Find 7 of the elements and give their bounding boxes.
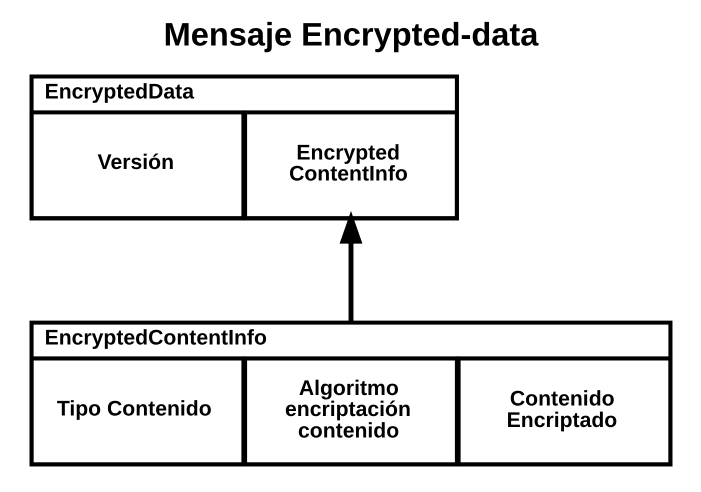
diagram-title: Mensaje Encrypted-data	[163, 16, 538, 53]
node-box: Encrypted ContentInfo	[242, 110, 458, 220]
node-box: Algoritmo encriptación contenido	[242, 356, 458, 466]
arrow	[339, 210, 362, 323]
node-box: Versión	[29, 110, 245, 220]
node-box: Contenido Encriptado	[456, 356, 672, 466]
node-box: Tipo Contenido	[29, 356, 245, 466]
